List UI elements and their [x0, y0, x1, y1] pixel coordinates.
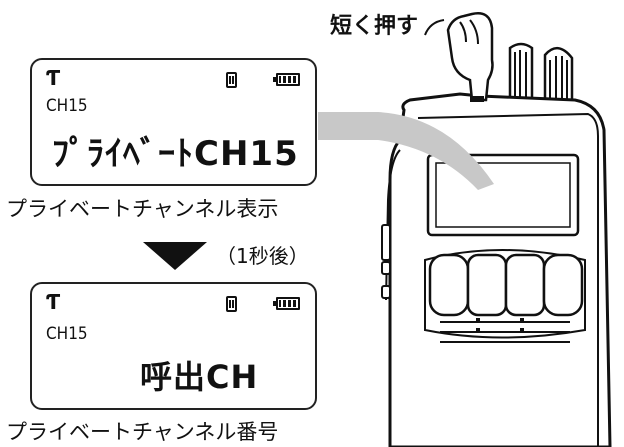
lcd-screen-private-channel-display: Ƭ CH15 ﾌﾟﾗｲﾍﾞｰﾄCH15: [30, 58, 317, 186]
small-channel-label: CH15: [46, 96, 88, 116]
h-icon: [226, 72, 237, 88]
press-label: 短く押す: [330, 14, 419, 39]
arrow-down-icon: [143, 242, 207, 270]
main-display-text: ﾌﾟﾗｲﾍﾞｰﾄCH15: [52, 134, 299, 174]
main-display-text: 呼出CH: [140, 358, 259, 396]
lcd-screen-private-channel-number: Ƭ CH15 呼出CH: [30, 282, 317, 410]
antenna-icon: Ƭ: [46, 66, 61, 90]
caption-private-channel-display: プライベートチャンネル表示: [6, 197, 279, 221]
hand-icon: [446, 12, 494, 102]
radio-illustration: [381, 12, 612, 447]
battery-icon: [273, 297, 300, 310]
callout-connector: [318, 112, 494, 190]
caption-private-channel-number: プライベートチャンネル番号: [6, 420, 279, 444]
transition-label: （1秒後）: [216, 244, 309, 268]
h-icon: [226, 296, 237, 312]
antenna-icon: Ƭ: [46, 290, 61, 314]
battery-icon: [273, 73, 300, 86]
small-channel-label: CH15: [46, 324, 88, 344]
